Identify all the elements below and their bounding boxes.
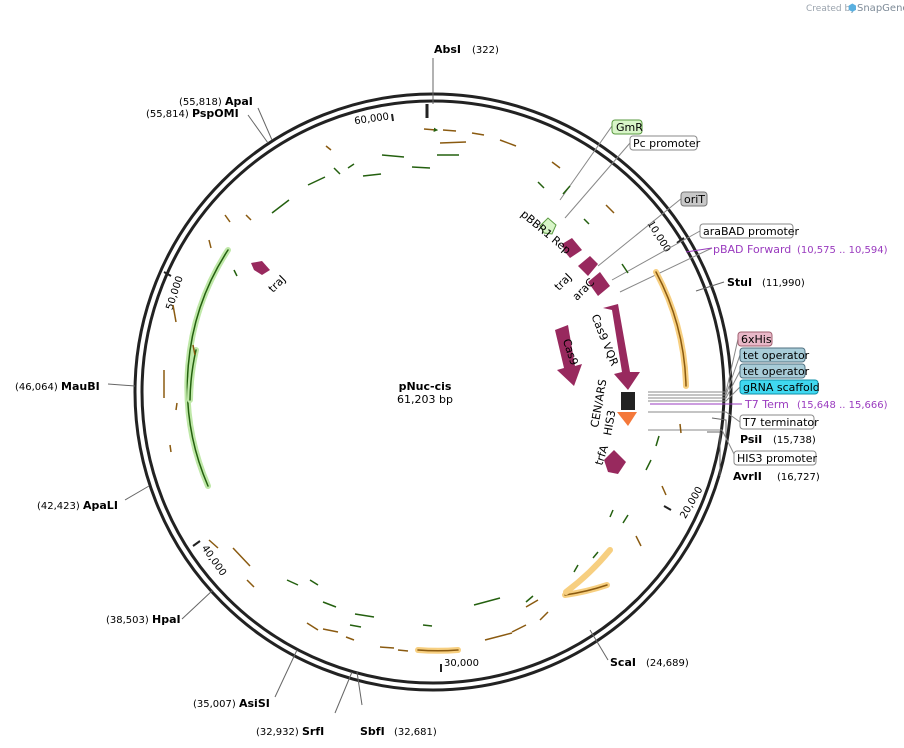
callout-tet-operator: tet operator (743, 365, 810, 378)
callout-box-orit (680, 191, 708, 207)
site-maubi-name: MauBI (61, 380, 100, 393)
site-apali-pos: (42,423) (37, 501, 80, 512)
orf-arrows-orange (163, 127, 682, 652)
site-maubi-pos: (46,064) (15, 382, 58, 393)
scale-tick-label: 60,000 (354, 111, 390, 127)
label-traj-right: traJ (552, 271, 575, 294)
site-hpai-name: HpaI (152, 613, 181, 626)
callout-orit: oriT (684, 193, 705, 206)
primers: pBAD Forward (10,575 .. 10,594) T7 Term … (650, 243, 888, 411)
label-trfa: trfA (592, 443, 611, 467)
features (251, 217, 640, 474)
callout-box-pc-promoter (629, 135, 698, 151)
primer-pbad-forward-range: (10,575 .. 10,594) (797, 245, 888, 256)
callout-pc-promoter: Pc promoter (633, 137, 701, 150)
primer-t7-term-range: (15,648 .. 15,666) (797, 400, 888, 411)
site-srfi-pos: (32,932) (256, 727, 299, 738)
site-apai-pos: (55,818) (179, 97, 222, 108)
site-psii-pos: (15,738) (773, 435, 816, 446)
site-apai-name: ApaI (225, 95, 253, 108)
callout-box-gmr (611, 119, 643, 135)
callout-6xhis: 6xHis (741, 333, 772, 346)
site-avrii-pos: (16,727) (777, 472, 820, 483)
site-absi-pos: (322) (472, 45, 499, 56)
site-stui-name: StuI (727, 276, 752, 289)
site-leaders (107, 58, 727, 714)
site-pspomi-name: PspOMI (192, 107, 239, 120)
callout-box-arabad (699, 223, 794, 239)
gmr-feature-icon (539, 217, 557, 235)
scale-tick-label: 50,000 (165, 275, 186, 312)
site-apali-name: ApaLI (83, 499, 118, 512)
gRNA-block-icon (621, 392, 635, 410)
site-asisi-pos: (35,007) (193, 699, 236, 710)
label-his3: HIS3 (601, 409, 618, 436)
pbbr1-rep-icon (562, 238, 582, 258)
callout-t7-terminator: T7 terminator (742, 416, 819, 429)
trfa-arrow-icon (604, 450, 626, 474)
callout-his3-promoter: HIS3 promoter (737, 452, 818, 465)
label-traj-left: traJ (266, 273, 289, 296)
callout-box-6xhis (737, 331, 773, 347)
feature-callouts: GmR Pc promoter oriT araBAD promoter 6xH… (611, 119, 820, 466)
callout-leaders (559, 125, 741, 459)
primer-pbad-forward: pBAD Forward (713, 243, 791, 256)
snapgene-logo-icon: ⬢ (848, 3, 857, 14)
site-asisi-name: AsiSI (239, 697, 270, 710)
site-scai-pos: (24,689) (646, 658, 689, 669)
callout-tet-operator: tet operator (743, 349, 810, 362)
callout-grna-scaffold: gRNA scaffold (743, 381, 820, 394)
site-pspomi-pos: (55,814) (146, 109, 189, 120)
orf-arc-right (653, 269, 689, 389)
cas9-arrow-icon (555, 325, 582, 386)
cas9-vqr-arrow-icon (603, 304, 640, 390)
traj-left-icon (251, 261, 270, 275)
callout-arabad-promoter: araBAD promoter (703, 225, 800, 238)
callout-box-tet1 (739, 347, 806, 363)
orf-arrows-green (233, 154, 660, 628)
callout-box-t7-terminator (739, 414, 815, 430)
restriction-site-labels: AbsI (322) StuI (11,990) PsiI (15,738) A… (15, 43, 820, 738)
site-avrii-name: AvrII (733, 470, 762, 483)
scale-tick-label: 30,000 (444, 658, 479, 669)
callout-gmr: GmR (616, 121, 643, 134)
his3-arrow-icon (617, 412, 637, 426)
branding-product: SnapGene (857, 3, 904, 14)
site-srfi-name: SrfI (302, 725, 324, 738)
orf-arc-lower-right (563, 547, 613, 595)
arac-arrow-icon (588, 272, 610, 296)
site-scai-name: ScaI (610, 656, 636, 669)
primer-t7-term: T7 Term (744, 398, 789, 411)
callout-box-grna (739, 379, 819, 395)
trai-arrow-icon (578, 256, 598, 276)
label-pbbr1-rep: pBBR1 Rep (518, 208, 573, 257)
plasmid-length: 61,203 bp (397, 393, 453, 406)
site-stui-pos: (11,990) (762, 278, 805, 289)
site-hpai-pos: (38,503) (106, 615, 149, 626)
callout-box-his3-promoter (733, 450, 817, 466)
site-absi-name: AbsI (434, 43, 461, 56)
callout-box-tet2 (739, 363, 806, 379)
site-psii-name: PsiI (740, 433, 762, 446)
arc-orfs (184, 247, 689, 654)
site-sbfi-name: SbfI (360, 725, 385, 738)
plasmid-name: pNuc-cis (399, 380, 452, 393)
site-sbfi-pos: (32,681) (394, 727, 437, 738)
branding-created-by: Created by (806, 4, 856, 14)
